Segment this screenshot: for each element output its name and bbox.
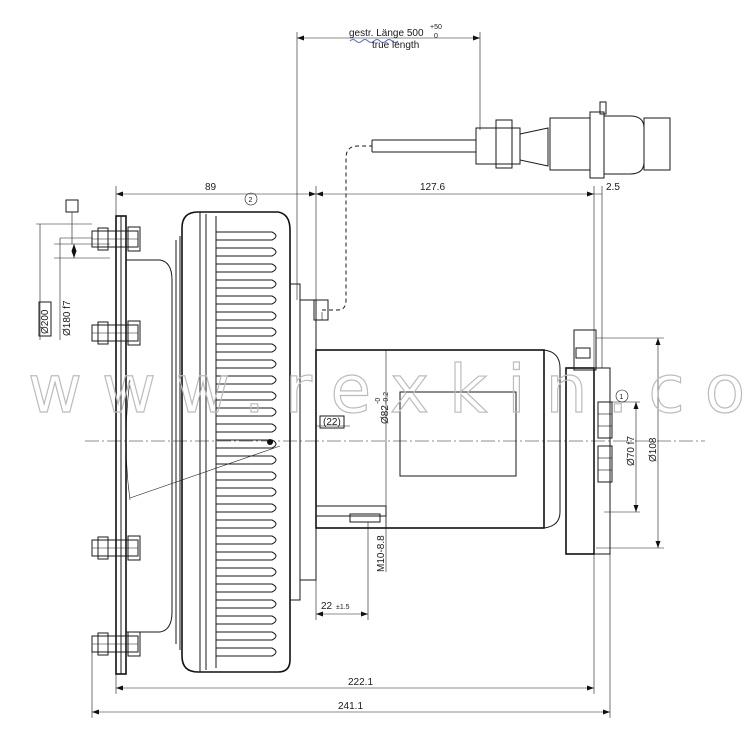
- cooling-fin: [216, 311, 277, 321]
- cooling-fin: [216, 647, 277, 657]
- cable-harness: [322, 101, 671, 311]
- cooling-fin: [216, 295, 277, 305]
- cooling-fin: [216, 359, 277, 369]
- cooling-fin: [216, 487, 277, 497]
- cable-length-label: gestr. Länge 500: [349, 28, 424, 39]
- dim-phi200-label: Ø200: [40, 309, 51, 334]
- dim-22-box: [319, 415, 345, 429]
- cooling-fin: [216, 519, 277, 529]
- cooling-fins: [216, 231, 277, 657]
- cooling-fin: [216, 567, 277, 577]
- svg-text:2: 2: [249, 197, 253, 204]
- dim-phi82-label: Ø82: [380, 405, 391, 424]
- dim-22-tol-suffix: ±1.5: [336, 604, 350, 611]
- cooling-fin: [216, 551, 277, 561]
- watermark: www.rexkin.com: [28, 351, 750, 428]
- cooling-fin: [216, 631, 277, 641]
- flange-bolt-4: [91, 631, 141, 657]
- cooling-fin: [216, 599, 277, 609]
- cooling-fin: [216, 247, 277, 257]
- flange-bolt-3: [91, 535, 141, 561]
- cooling-fin: [216, 343, 277, 353]
- dim-22-box-label: (22): [323, 417, 341, 428]
- dimensions: [36, 32, 664, 718]
- cooling-fin: [216, 535, 277, 545]
- geometric-tolerance-frame: [65, 199, 79, 213]
- cable-length-tol-upper: +50: [430, 24, 442, 31]
- drive-disc: [125, 236, 181, 650]
- dim-phi180-label: Ø180 f7: [62, 300, 73, 336]
- dim-2-5-label: 2.5: [606, 182, 620, 193]
- svg-text:1: 1: [620, 394, 624, 401]
- dim-phi82-tol-upper: -0: [375, 398, 382, 404]
- cable-terminal: [313, 299, 329, 321]
- dim-222-1-label: 222.1: [348, 677, 373, 688]
- dim-phi108-label: Ø108: [648, 437, 659, 462]
- cable-length-tol-lower: 0: [434, 33, 438, 40]
- dimension-labels: gestr. Länge 500 +50 0 true length 89 12…: [40, 24, 659, 712]
- flange-bolt-2: [91, 320, 141, 346]
- cooling-fin: [216, 583, 277, 593]
- dim-89-label: 89: [205, 182, 217, 193]
- cooling-fin: [216, 231, 277, 241]
- fan-clutch-housing: [181, 211, 317, 673]
- callout-2: 2: [244, 192, 258, 206]
- thread-label: M10-8.8: [376, 535, 387, 572]
- dim-127-6-label: 127.6: [420, 182, 445, 193]
- dim-22-tol-label: 22: [321, 601, 333, 612]
- right-bolt-lower: [597, 445, 613, 483]
- cooling-fin: [216, 407, 277, 417]
- solenoid-body: [315, 329, 613, 555]
- cooling-fin: [216, 503, 277, 513]
- cooling-fin: [216, 615, 277, 625]
- dim-241-1-label: 241.1: [338, 701, 363, 712]
- mounting-flange: [91, 215, 141, 675]
- cooling-fin: [216, 279, 277, 289]
- cooling-fin: [216, 391, 277, 401]
- cooling-fin: [216, 375, 277, 385]
- phi200-box: [38, 301, 52, 337]
- cooling-fin: [216, 471, 277, 481]
- cooling-fin: [216, 455, 277, 465]
- flange-bolt-1: [91, 226, 141, 252]
- cooling-fin: [216, 423, 277, 433]
- cooling-fin: [216, 327, 277, 337]
- dim-phi82-tol-lower: -0.2: [383, 392, 390, 404]
- cooling-fin: [216, 263, 277, 273]
- callout-1: 1: [615, 389, 629, 403]
- dim-phi70-label: Ø70 f7: [626, 436, 637, 466]
- cable-true-length-label: true length: [372, 40, 419, 51]
- spellcheck-underline: [349, 39, 399, 43]
